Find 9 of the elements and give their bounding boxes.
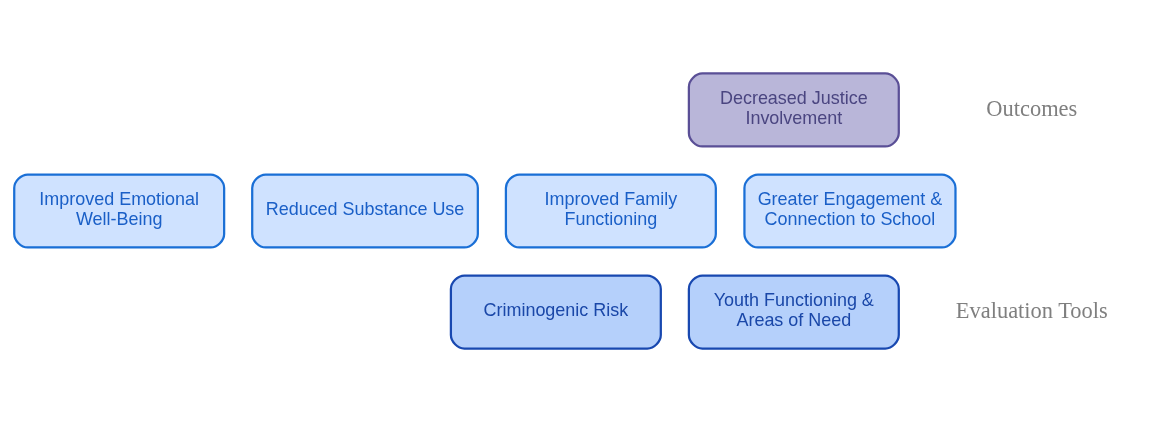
node-box: Greater Engagement & Connection to School: [743, 172, 957, 249]
label: Evaluation Tools: [955, 297, 1108, 323]
node-box: Improved Family Functioning: [504, 172, 717, 249]
node-box: Decreased Justice Involvement: [687, 71, 900, 148]
node-box: Reduced Substance Use: [251, 172, 479, 249]
node-box: Improved Emotional Well-Being: [13, 172, 226, 249]
label: Outcomes: [986, 95, 1078, 121]
node-box: Youth Functioning & Areas of Need: [687, 273, 900, 350]
node-box: Criminogenic Risk: [449, 273, 662, 350]
